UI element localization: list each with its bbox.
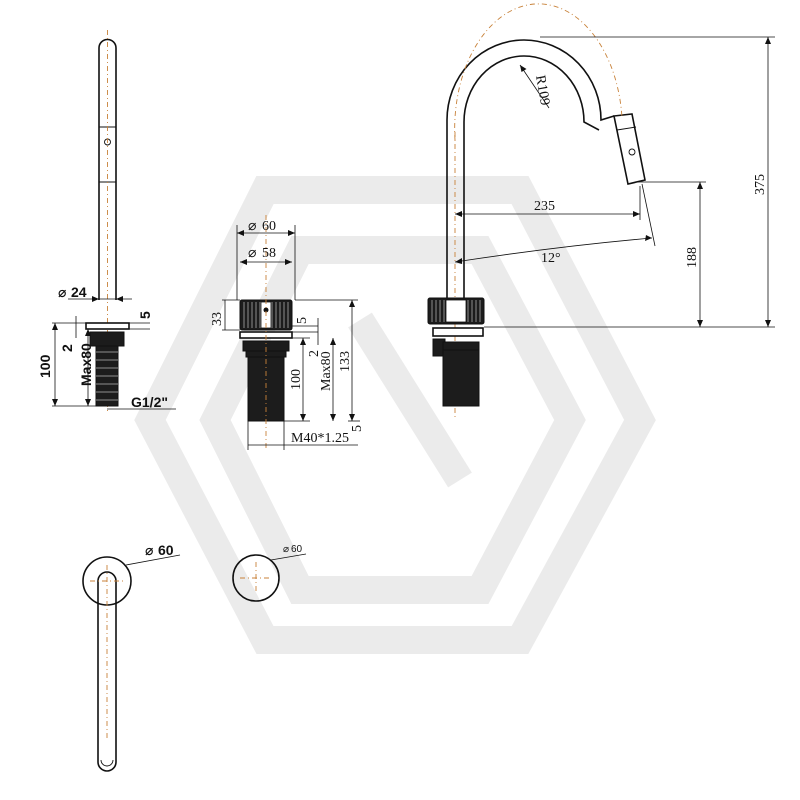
front-spray-button-icon [628,148,636,156]
front-knurl-lines [431,300,481,322]
base-hole [263,307,269,313]
base-thread: M40*1.25 [291,431,349,446]
base-view: ⌀ 60 ⌀ 58 33 5 2 100 Max80 133 [210,215,365,450]
front-stem-collar [442,341,480,351]
top-spout-nozzle [100,759,114,767]
base-top-leader [270,553,307,561]
front-radius-leader [519,64,550,109]
front-threaded-stem [442,341,480,407]
side-total-length: 100 [37,354,53,378]
front-angle-leg [641,183,656,247]
base-top-circle [232,554,280,602]
front-arc-centerline [454,3,623,141]
front-total-height: 375 [753,174,768,195]
side-flange [85,322,130,330]
base-total-height: 133 [338,351,353,372]
side-thread-lines [96,351,118,401]
front-flange [432,327,484,337]
side-thread: G1/2" [131,394,168,410]
base-dia58: 58 [262,246,276,261]
front-angle-arc [454,237,653,263]
side-flange-thickness: 5 [137,311,153,319]
front-ring-window [445,299,467,323]
front-spout-inner [463,55,600,298]
base-ring-height: 33 [210,312,225,326]
front-spray-head [613,113,646,185]
base-top-view: ⌀ 60 [232,544,307,602]
base-dia60: 60 [262,219,276,234]
base-length: 100 [289,369,304,390]
front-spray-head-band [616,126,637,131]
front-angle: 12° [541,251,561,266]
base-max-length: Max80 [319,351,334,391]
base-dia58-symbol: ⌀ [248,246,256,261]
side-dia-value: 24 [71,284,87,300]
side-max-length: Max80 [78,343,94,386]
top-dia-value: 60 [158,542,174,558]
base-knurl-lines [243,302,289,328]
front-reach: 235 [534,199,555,214]
side-gasket: 2 [59,344,75,352]
side-view: ⌀ 24 5 100 2 Max80 G1/2" [37,30,176,412]
watermark-logo [134,176,656,654]
top-dia-symbol: ⌀ [145,542,154,558]
top-view: ⌀ 60 [82,542,181,772]
base-top-dia-symbol: ⌀ [283,544,289,555]
front-view: R109 375 188 235 12° [427,3,775,420]
front-radius: R109 [532,74,552,106]
side-nut [89,331,125,347]
base-gasket: 2 [307,350,322,357]
side-dia-symbol: ⌀ [58,284,67,300]
side-spout-body [98,38,117,300]
base-top-dia: 60 [291,544,303,555]
base-bottom-gap: 5 [350,425,365,432]
top-dia-leader [125,554,181,566]
front-spout-outer [446,39,615,298]
base-dia60-symbol: ⌀ [248,219,256,234]
base-flange-thickness: 5 [295,317,310,324]
front-spray-height: 188 [685,247,700,268]
top-spout-body [97,571,117,772]
